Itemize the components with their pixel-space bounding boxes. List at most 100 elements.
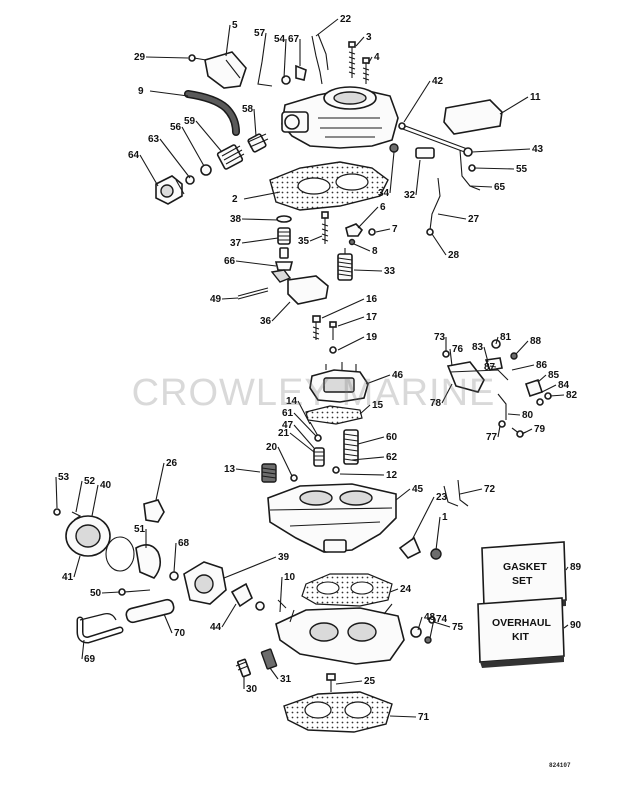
choke-thermostat-housing	[183, 561, 265, 611]
callout-53: 53	[58, 472, 70, 483]
leader-line-87	[489, 365, 497, 368]
fast-idle-linkage	[442, 339, 552, 438]
leader-line-9	[149, 90, 189, 97]
rods-72-73	[443, 479, 469, 507]
leader-line-29	[145, 56, 189, 59]
leader-line-17	[337, 316, 365, 327]
callout-66: 66	[224, 256, 236, 267]
leader-line-89	[565, 566, 569, 571]
leader-line-13	[235, 468, 261, 473]
leader-line-45	[395, 488, 411, 501]
callout-33: 33	[384, 266, 396, 277]
callout-27: 27	[468, 214, 480, 225]
callout-1: 1	[442, 512, 448, 523]
leader-line-78	[441, 383, 453, 404]
pump-parts	[274, 211, 329, 271]
callout-70: 70	[174, 628, 186, 639]
callout-82: 82	[566, 390, 578, 401]
leader-line-15	[359, 404, 371, 415]
leader-line-46	[365, 374, 391, 385]
leader-line-68	[173, 542, 177, 573]
callout-78: 78	[430, 398, 442, 409]
leader-line-23	[411, 496, 435, 541]
gasket-set-line2: SET	[512, 575, 533, 587]
leader-line-74	[429, 618, 435, 639]
parts-layer: GASKET SET OVERHAUL KIT	[53, 33, 567, 733]
leader-line-5	[225, 24, 231, 57]
callout-3: 3	[366, 32, 372, 43]
callout-88: 88	[530, 336, 542, 347]
callout-7: 7	[392, 224, 398, 235]
leader-line-16	[321, 298, 365, 319]
leader-line-82	[549, 394, 565, 397]
leader-line-54	[283, 38, 287, 79]
leader-line-14	[297, 400, 311, 425]
callout-12: 12	[386, 470, 398, 481]
leader-line-20	[277, 446, 293, 477]
callout-80: 80	[522, 410, 534, 421]
leader-line-27	[437, 213, 467, 220]
leader-line-49	[221, 297, 239, 300]
callout-32: 32	[404, 190, 416, 201]
leader-line-48	[417, 616, 423, 631]
callout-28: 28	[448, 250, 460, 261]
leader-line-56	[181, 126, 205, 167]
float-bowl	[267, 483, 397, 553]
callout-31: 31	[280, 674, 292, 685]
leader-line-86	[511, 364, 535, 371]
callout-50: 50	[90, 588, 102, 599]
leader-line-44	[221, 603, 237, 628]
callout-86: 86	[536, 360, 548, 371]
leader-line-24	[389, 588, 399, 593]
leader-line-25	[335, 680, 363, 685]
leader-line-88	[515, 340, 529, 355]
leader-line-4	[367, 56, 373, 65]
callout-77: 77	[486, 432, 498, 443]
callout-26: 26	[166, 458, 178, 469]
callout-10: 10	[284, 572, 296, 583]
overhaul-kit-line2: KIT	[512, 631, 530, 643]
choke-housing	[305, 362, 369, 425]
leader-line-35	[309, 235, 323, 242]
leader-line-60	[357, 436, 385, 445]
callout-43: 43	[532, 144, 544, 155]
leader-line-3	[355, 36, 365, 47]
callout-21: 21	[278, 428, 290, 439]
callout-41: 41	[62, 572, 74, 583]
vacuum-hose	[184, 90, 240, 136]
leader-line-12	[339, 473, 385, 476]
callout-42: 42	[432, 76, 444, 87]
leader-line-50	[101, 591, 121, 594]
callout-61: 61	[282, 408, 294, 419]
callout-37: 37	[230, 238, 242, 249]
callout-51: 51	[134, 524, 146, 535]
callout-75: 75	[452, 622, 464, 633]
flange-gasket	[283, 691, 393, 733]
throttle-body	[275, 599, 405, 665]
callout-17: 17	[366, 312, 378, 323]
callout-63: 63	[148, 134, 160, 145]
callout-52: 52	[84, 476, 96, 487]
leader-line-69	[81, 639, 85, 660]
screw-25	[326, 673, 336, 692]
callout-9: 9	[138, 86, 144, 97]
leader-line-47	[293, 424, 315, 449]
leader-line-22	[315, 18, 339, 37]
leader-line-81	[495, 336, 499, 345]
callout-2: 2	[232, 194, 238, 205]
callout-39: 39	[278, 552, 290, 563]
fuel-inlet-parts	[155, 133, 269, 205]
leader-line-8	[353, 243, 371, 252]
callout-57: 57	[254, 28, 266, 39]
leader-line-39	[223, 556, 277, 579]
callout-14: 14	[286, 396, 298, 407]
callout-81: 81	[500, 332, 512, 343]
leader-line-19	[337, 336, 365, 351]
choke-lever-and-plug	[398, 536, 442, 560]
callout-13: 13	[224, 464, 236, 475]
callout-72: 72	[484, 484, 496, 495]
leader-line-72	[459, 488, 483, 495]
callout-29: 29	[134, 52, 146, 63]
